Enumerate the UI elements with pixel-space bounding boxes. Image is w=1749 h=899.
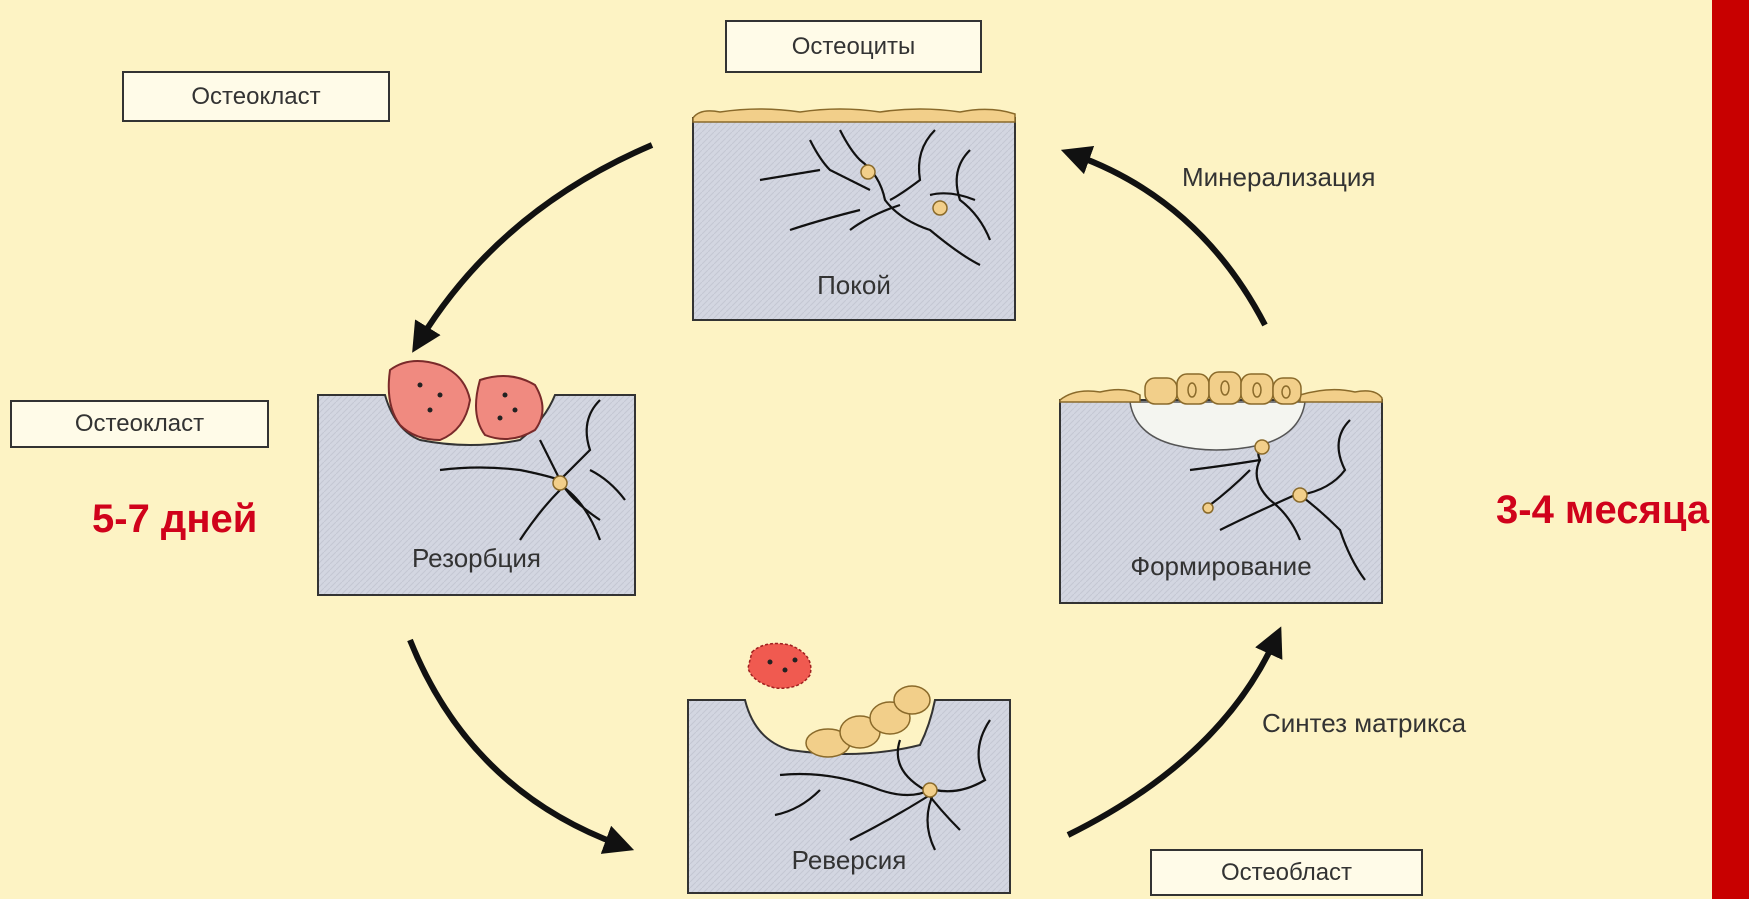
formation-duration: 3-4 месяца [1496,488,1709,533]
stage-rest-label: Покой [693,270,1015,301]
formation-lining-right [1300,390,1382,402]
osteoclast-cell-2 [476,376,543,439]
osteoblast-label: Остеобласт [1150,849,1423,896]
rest-osteocyte-2 [933,201,947,215]
osteoclast-label-left: Остеокласт [10,400,269,448]
formation-lining-left [1060,390,1140,402]
rest-lining-cells [693,109,1015,122]
formation-osteoblasts [1145,372,1301,404]
matrix-synthesis-label: Синтез матрикса [1262,708,1466,739]
arrow-rest-to-resorption [420,145,652,340]
mineralization-label: Минерализация [1182,162,1376,193]
right-red-border [1712,0,1749,899]
reversal-osteocyte [923,783,937,797]
osteocytes-label: Остеоциты [725,20,982,73]
formation-osteocyte-2 [1293,488,1307,502]
formation-osteocyte-1 [1255,440,1269,454]
reversal-osteoclast [748,644,811,689]
resorption-osteocyte [553,476,567,490]
rest-osteocyte-1 [861,165,875,179]
stage-resorption-label: Резорбция [318,543,635,574]
stage-formation-label: Формирование [1060,551,1382,582]
stage-reversal-label: Реверсия [688,845,1010,876]
osteoclast-label-top: Остеокласт [122,71,390,122]
resorption-duration: 5-7 дней [92,497,257,542]
formation-osteocyte-3 [1203,503,1213,513]
arrow-reversal-to-formation [1068,640,1275,835]
arrow-resorption-to-reversal [410,640,620,845]
